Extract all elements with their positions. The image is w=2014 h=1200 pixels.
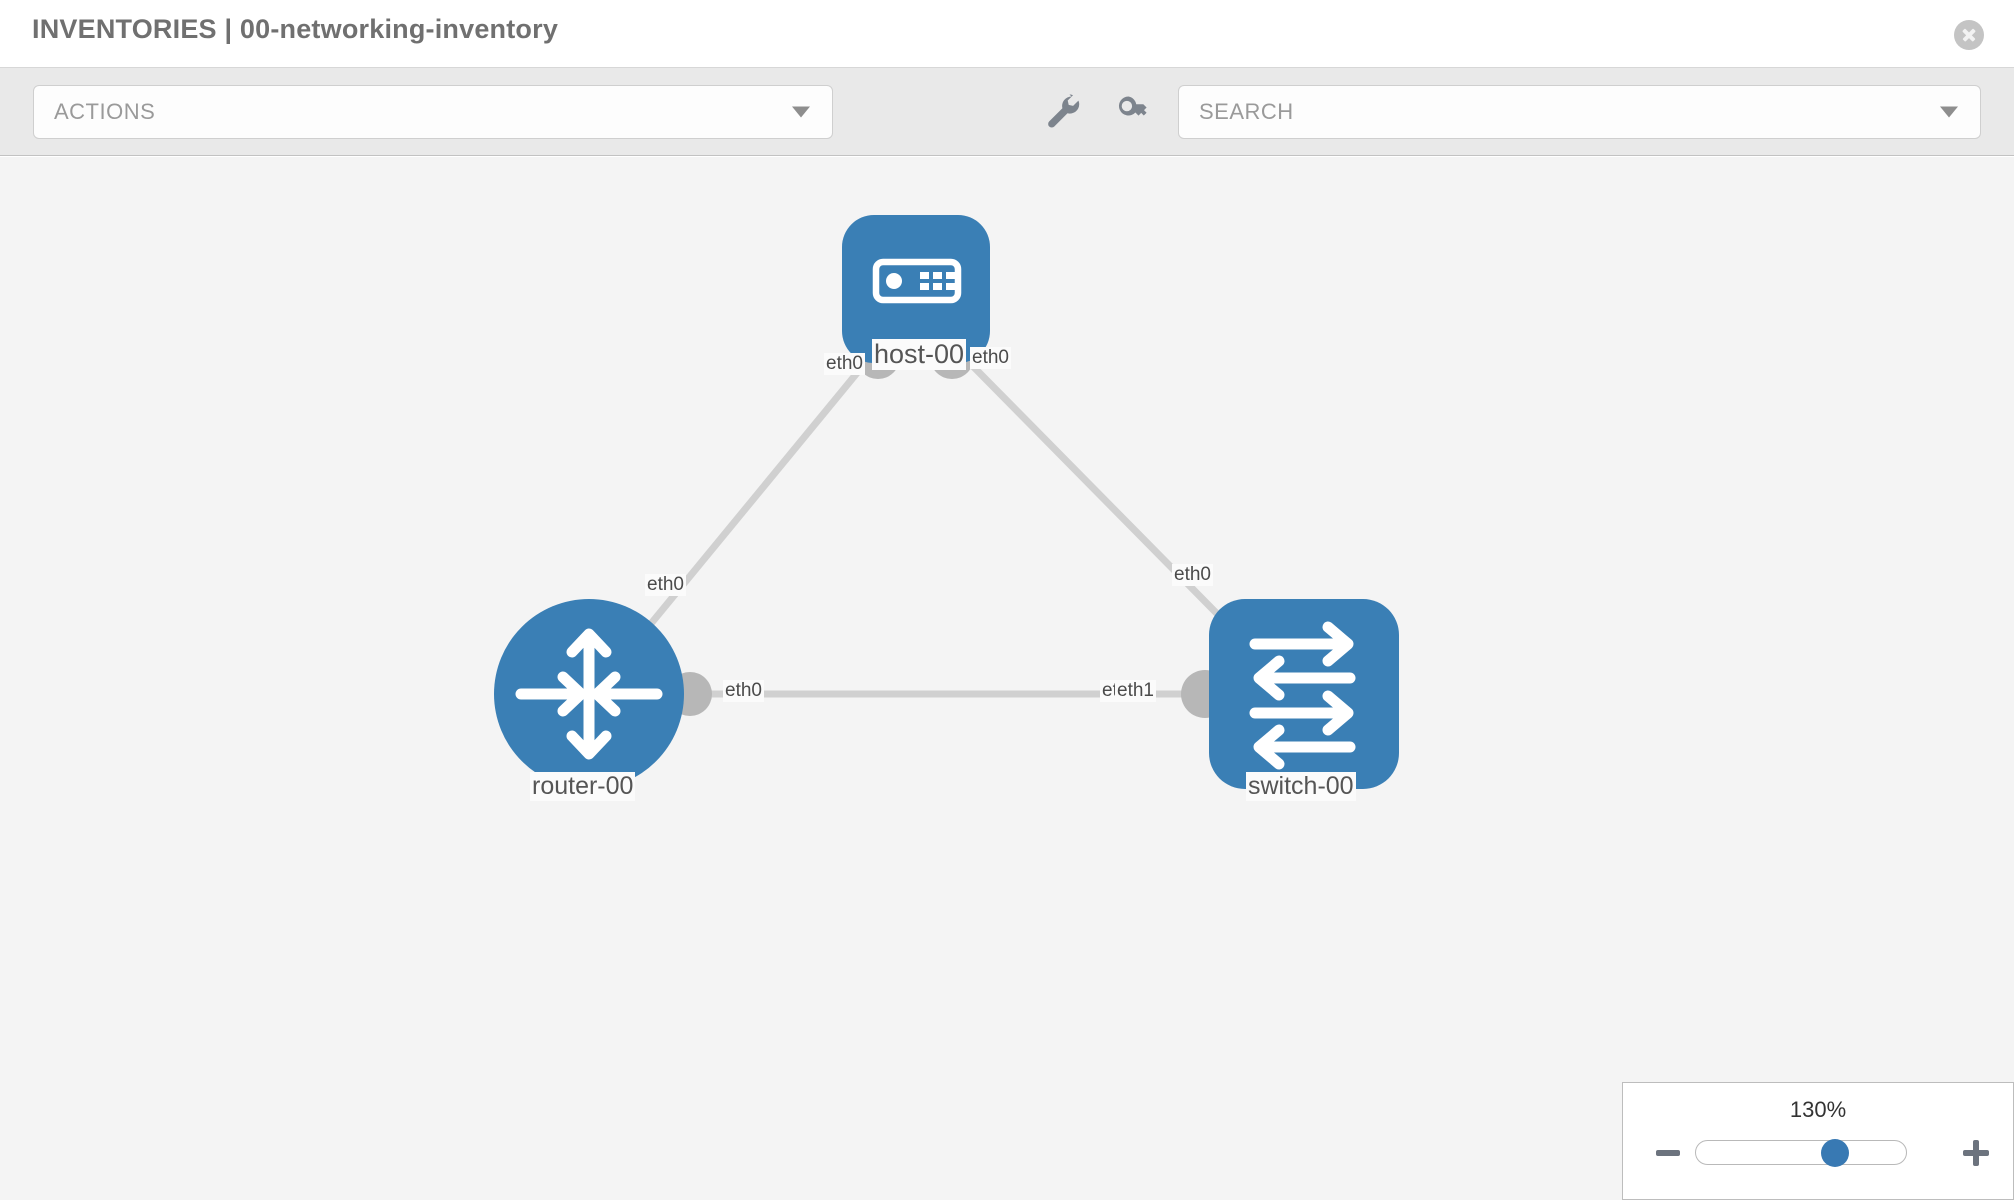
zoom-slider-thumb[interactable] xyxy=(1820,1138,1849,1167)
server-icon xyxy=(872,258,962,304)
if-label-switch-left: eth1 xyxy=(1115,680,1156,702)
zoom-in-button[interactable] xyxy=(1959,1136,1993,1170)
zoom-control-panel: 130% xyxy=(1622,1082,2014,1200)
node-label-switch-00: switch-00 xyxy=(1246,772,1356,801)
switch-arrows-icon xyxy=(1249,621,1356,770)
link-host-switch xyxy=(949,342,1243,640)
router-arrows-icon xyxy=(515,628,663,760)
page-header: INVENTORIES | 00-networking-inventory xyxy=(0,0,2014,68)
zoom-slider[interactable] xyxy=(1695,1138,1907,1167)
if-label-router-up: eth0 xyxy=(645,574,686,596)
chevron-down-icon xyxy=(792,106,810,118)
node-label-router-00: router-00 xyxy=(530,772,636,801)
page-title: INVENTORIES | 00-networking-inventory xyxy=(32,14,559,44)
close-icon[interactable] xyxy=(1954,20,1984,50)
search-dropdown[interactable]: SEARCH xyxy=(1178,85,1981,139)
topology-graph xyxy=(494,215,1399,789)
node-router-00 xyxy=(494,599,684,789)
search-input-placeholder[interactable]: SEARCH xyxy=(1199,99,1294,124)
actions-dropdown-label: ACTIONS xyxy=(54,99,156,124)
topology-ports xyxy=(668,335,1261,718)
zoom-percent-label: 130% xyxy=(1789,1097,1847,1122)
chevron-down-icon xyxy=(1940,106,1958,118)
topology-canvas[interactable]: host-00 router-00 switch-00 eth0 eth0 et… xyxy=(0,157,2014,1200)
topology-links xyxy=(637,342,1243,698)
if-label-host-right: eth0 xyxy=(970,347,1011,369)
if-label-host-left: eth0 xyxy=(824,353,865,375)
zoom-out-button[interactable] xyxy=(1651,1136,1685,1170)
node-label-host-00: host-00 xyxy=(872,339,967,370)
node-host-00 xyxy=(842,215,990,363)
if-label-router-right: eth0 xyxy=(723,680,764,702)
if-label-switch-up: eth0 xyxy=(1172,564,1213,586)
key-icon[interactable] xyxy=(1110,90,1154,134)
node-switch-00 xyxy=(1209,599,1399,789)
toolbar: ACTIONS SEARCH xyxy=(0,68,2014,156)
actions-dropdown[interactable]: ACTIONS xyxy=(33,85,833,139)
wrench-icon[interactable] xyxy=(1041,90,1085,134)
